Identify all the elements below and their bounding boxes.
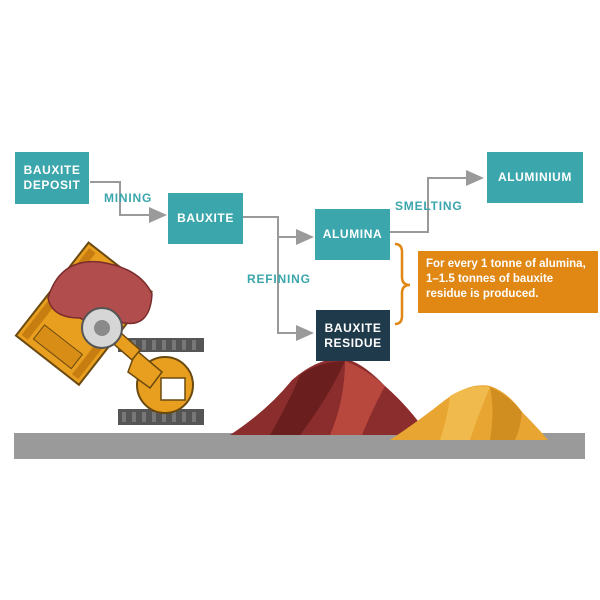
node-bauxite-deposit: BAUXITE DEPOSIT [15,152,89,204]
excavator-icon [14,241,204,425]
node-aluminium-label: ALUMINIUM [497,170,573,184]
node-bauxite-residue: BAUXITE RESIDUE [316,310,390,361]
arrow-alumina-to-aluminium [390,170,484,233]
residue-pile [230,358,428,435]
node-bauxite-residue-line2: RESIDUE [324,335,382,350]
flow-arrows [90,170,484,341]
note-line3: residue is produced. [426,288,539,300]
node-bauxite-deposit-line1: BAUXITE [23,163,81,177]
node-aluminium: ALUMINIUM [487,152,583,203]
residue-ratio-note: For every 1 tonne of alumina, 1–1.5 tonn… [418,251,598,313]
arrow-bauxite-to-alumina [243,216,314,245]
bracket-icon [394,242,411,326]
label-mining: MINING [104,191,153,205]
label-smelting: SMELTING [395,199,463,213]
node-bauxite-label: BAUXITE [177,211,234,225]
note-line1: For every 1 tonne of alumina, [426,258,586,270]
arrow-bauxite-to-residue [277,237,314,341]
node-bauxite: BAUXITE [168,193,243,244]
label-refining: REFINING [247,272,311,286]
node-alumina: ALUMINA [315,209,390,260]
arrow-deposit-to-bauxite [90,181,167,223]
node-alumina-label: ALUMINA [322,227,383,241]
note-line2: 1–1.5 tonnes of bauxite [426,273,554,285]
node-bauxite-residue-line1: BAUXITE [324,320,382,335]
node-bauxite-deposit-line2: DEPOSIT [23,178,81,192]
